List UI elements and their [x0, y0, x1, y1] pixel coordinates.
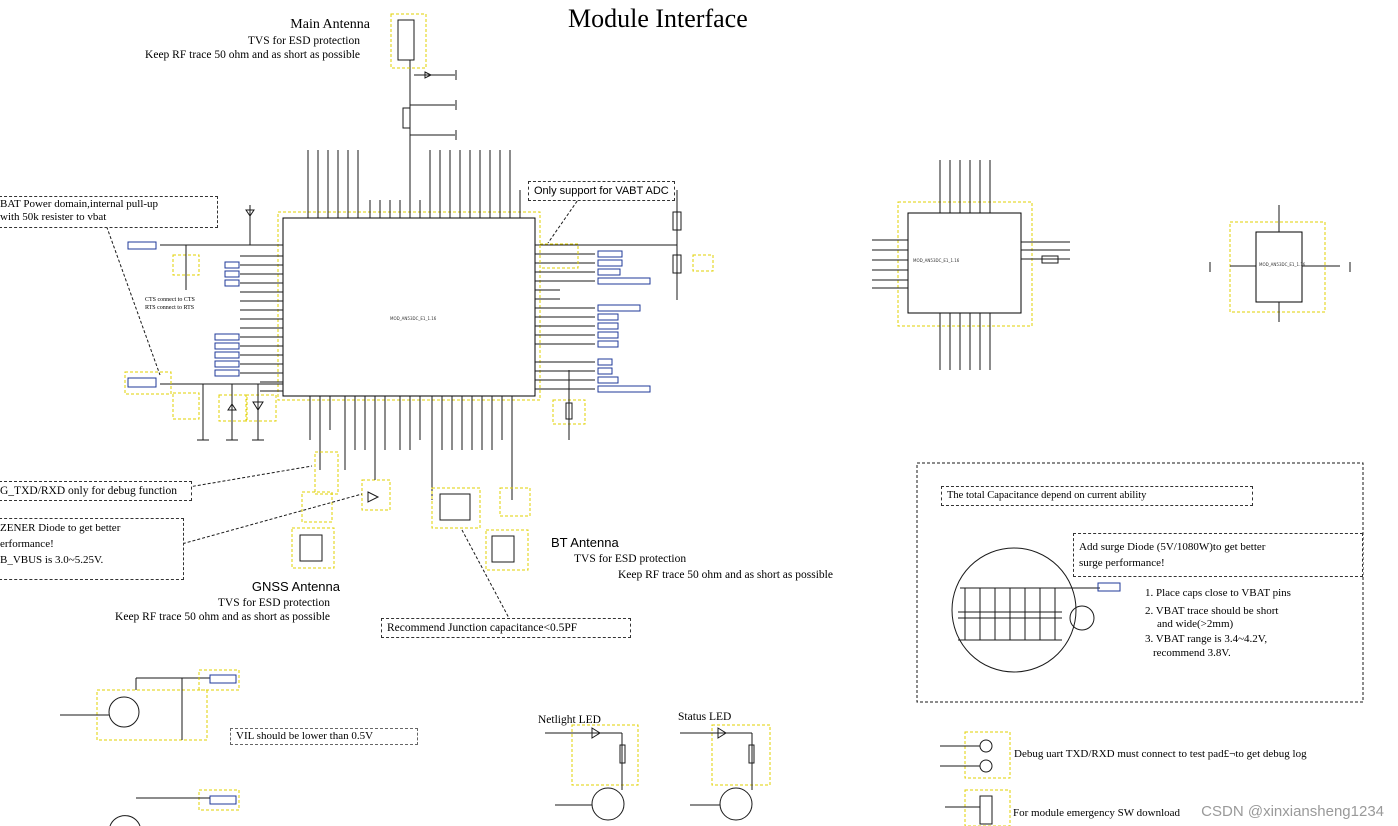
vil-note: VIL should be lower than 0.5V [230, 728, 418, 745]
vbat-list-item-1: 1. Place caps close to VBAT pins [1145, 587, 1291, 599]
bt-antenna-heading: BT Antenna [551, 535, 619, 550]
main-antenna-rf-note: Keep RF trace 50 ohm and as short as pos… [145, 49, 360, 61]
zener-note-line1: ZENER Diode to get better [0, 522, 121, 534]
watermark: CSDN @xinxiansheng1234 [1201, 803, 1384, 820]
main-module-symbol [282, 217, 536, 397]
module-left-pins [160, 244, 283, 392]
bt-antenna-rf-note: Keep RF trace 50 ohm and as short as pos… [618, 569, 833, 581]
zener-note-box: ZENER Diode to get better erformance! B_… [0, 518, 184, 580]
surge-note-line1: Add surge Diode (5V/1080W)to get better [1079, 541, 1266, 553]
debug-uart-note: Debug uart TXD/RXD must connect to test … [1014, 748, 1307, 760]
junction-cap-note: Recommend Junction capacitance<0.5PF [381, 618, 631, 638]
gnss-antenna-tvs-note: TVS for ESD protection [217, 597, 330, 609]
vbat-list-item-2a: 2. VBAT trace should be short [1145, 605, 1279, 617]
debug-only-note: G_TXD/RXD only for debug function [0, 481, 192, 501]
zener-note-line3: B_VBUS is 3.0~5.25V. [0, 554, 104, 566]
netlight-led-heading: Netlight LED [538, 714, 601, 726]
bt-antenna-tvs-note: TVS for ESD protection [574, 553, 687, 565]
svg-text:MOD_AN53DC_E1_1.16: MOD_AN53DC_E1_1.16 [390, 316, 437, 321]
vbat-domain-note-line2: with 50k resister to vbat [0, 211, 107, 223]
u1b-pins [872, 160, 1070, 370]
emergency-download-note: For module emergency SW download [1013, 807, 1181, 819]
total-capacitance-note: The total Capacitance depend on current … [941, 486, 1253, 506]
rts-note: RTS connect to RTS [145, 305, 195, 311]
gnss-antenna-heading: GNSS Antenna [251, 579, 340, 594]
svg-text:MOD_AN53DC_E1_1.16: MOD_AN53DC_E1_1.16 [1259, 262, 1306, 267]
vbat-adc-note: Only support for VABT ADC [528, 181, 675, 201]
zener-note-line2: erformance! [0, 538, 54, 550]
vbat-caps [958, 588, 1062, 641]
surge-note-line2: surge performance! [1079, 557, 1165, 569]
vbat-list-item-3a: 3. VBAT range is 3.4~4.2V, [1145, 633, 1268, 645]
surge-diode-note-box: Add surge Diode (5V/1080W)to get better … [1073, 533, 1363, 577]
vbat-list-item-2b: and wide(>2mm) [1157, 618, 1234, 630]
main-antenna-heading: Main Antenna [290, 17, 370, 32]
cts-note: CTS connect to CTS [145, 297, 195, 303]
vbat-domain-note-box: BAT Power domain,internal pull-up with 5… [0, 196, 218, 228]
vbat-list-item-3b: recommend 3.8V. [1153, 647, 1231, 659]
module-top-pins [307, 60, 521, 218]
module-bottom-pins [309, 396, 513, 500]
module-right-pins [535, 244, 595, 390]
main-antenna-tvs-note: TVS for ESD protection [247, 35, 360, 47]
page-title: Module Interface [568, 4, 748, 33]
vbat-domain-note-line1: BAT Power domain,internal pull-up [0, 198, 159, 210]
svg-text:MOD_AN53DC_E1_1.16: MOD_AN53DC_E1_1.16 [913, 258, 960, 263]
gnss-antenna-rf-note: Keep RF trace 50 ohm and as short as pos… [115, 611, 330, 623]
main-module-highlight [277, 211, 541, 401]
status-led-heading: Status LED [678, 711, 732, 723]
